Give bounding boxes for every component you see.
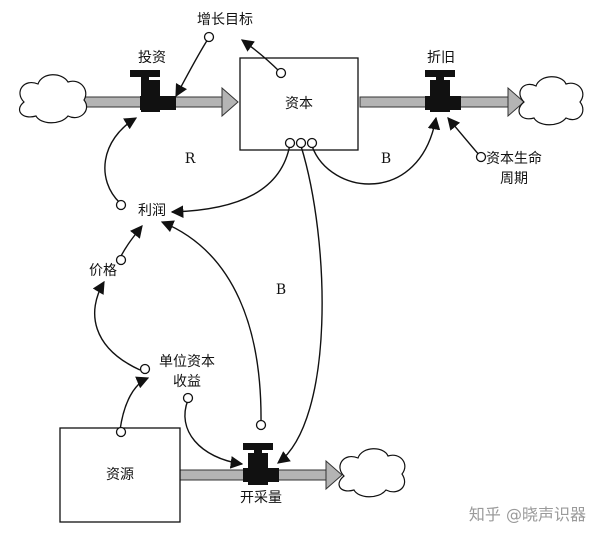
link-price-to-profit bbox=[119, 225, 143, 259]
watermark: 知乎 @晓声识器 bbox=[469, 505, 586, 524]
link-capital-to-extraction bbox=[276, 145, 323, 464]
node-extraction bbox=[255, 419, 267, 431]
node-growth-target bbox=[203, 31, 215, 43]
capital-lifetime-label-1: 资本生命 bbox=[486, 150, 542, 167]
link-resource-to-unit-revenue bbox=[119, 376, 150, 431]
node-lifetime bbox=[475, 151, 487, 163]
depreciation-label: 折旧 bbox=[427, 50, 455, 66]
unit-revenue-label-1: 单位资本 bbox=[159, 354, 215, 370]
node-capital-growth bbox=[275, 67, 287, 79]
link-growth-target-to-investment bbox=[175, 38, 209, 98]
capital-lifetime-label-2: 周期 bbox=[500, 171, 528, 187]
price-label: 价格 bbox=[89, 263, 117, 279]
link-lifetime-to-depreciation bbox=[447, 117, 481, 157]
node-unit-revenue-a bbox=[139, 363, 151, 375]
link-unit-revenue-to-extraction bbox=[184, 399, 244, 469]
loop-b-lower-label: B bbox=[276, 282, 286, 298]
link-profit-to-investment bbox=[104, 117, 138, 204]
node-price bbox=[115, 254, 127, 266]
link-capital-to-growth-target bbox=[240, 39, 281, 73]
node-profit bbox=[115, 199, 127, 211]
link-extraction-to-profit bbox=[160, 220, 262, 424]
profit-label: 利润 bbox=[138, 203, 166, 219]
link-capital-to-depreciation bbox=[311, 116, 441, 185]
sink-cloud-lower bbox=[338, 448, 406, 498]
node-unit-revenue-b bbox=[182, 392, 194, 404]
resource-label: 资源 bbox=[106, 467, 134, 483]
unit-revenue-label-2: 收益 bbox=[173, 374, 201, 390]
investment-valve bbox=[130, 70, 176, 112]
link-capital-to-profit bbox=[170, 143, 291, 218]
source-cloud-left bbox=[19, 74, 88, 124]
node-capital-b bbox=[295, 137, 307, 149]
loop-b-upper-label: B bbox=[381, 151, 391, 167]
node-capital-a bbox=[284, 137, 296, 149]
node-capital-c bbox=[306, 137, 318, 149]
sink-cloud-right bbox=[518, 76, 584, 126]
link-unit-revenue-to-price bbox=[92, 280, 141, 371]
capital-label: 资本 bbox=[285, 96, 313, 112]
depreciation-valve bbox=[425, 70, 461, 112]
node-resource bbox=[115, 426, 127, 438]
growth-target-label: 增长目标 bbox=[197, 12, 253, 28]
loop-r-label: R bbox=[185, 151, 196, 167]
investment-label: 投资 bbox=[138, 50, 166, 66]
extraction-valve bbox=[243, 443, 279, 485]
extraction-label: 开采量 bbox=[240, 490, 282, 506]
resource-stock-box bbox=[59, 427, 181, 523]
capital-stock-box bbox=[239, 57, 359, 151]
